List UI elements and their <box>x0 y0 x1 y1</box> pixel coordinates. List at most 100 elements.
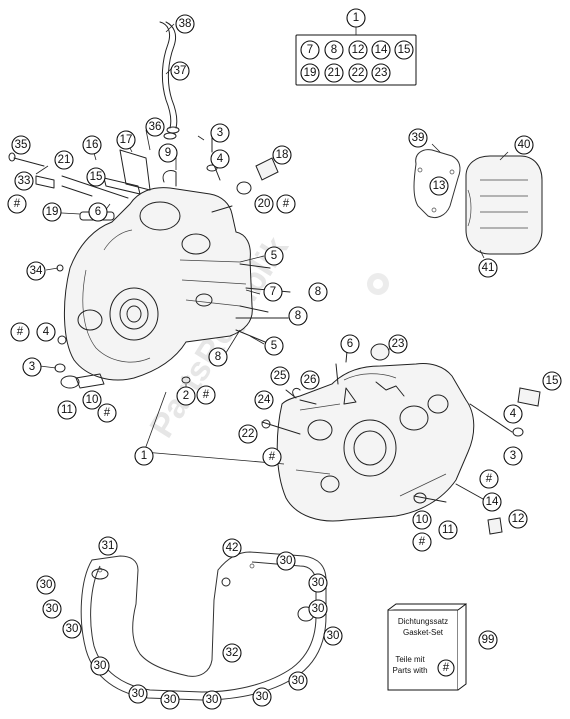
callout-19-text: 19 <box>46 206 59 218</box>
callout-1-text: 1 <box>141 450 147 462</box>
group-item-callout: 21 <box>324 63 344 83</box>
callout-4-text: 4 <box>510 408 517 420</box>
callout-30-text: 30 <box>312 577 325 589</box>
callout-30-text: 30 <box>94 660 107 672</box>
callout-30: 30 <box>308 573 328 593</box>
callout-4-text: 4 <box>43 326 50 338</box>
callout-41-text: 41 <box>482 262 495 274</box>
group-item-callout: 12 <box>348 40 368 60</box>
hash-callout-text: # <box>283 198 290 210</box>
callout-19: 19 <box>42 202 62 222</box>
callout-40: 40 <box>514 135 534 155</box>
group-item-callout: 19 <box>300 63 320 83</box>
hash-callout-text: # <box>486 473 493 485</box>
callout-30: 30 <box>252 687 272 707</box>
callout-30: 30 <box>202 690 222 710</box>
group-item-callout-text: 19 <box>304 67 317 79</box>
callout-24-text: 24 <box>258 394 271 406</box>
callout-99: 99 <box>478 630 498 650</box>
callout-15-text: 15 <box>546 375 559 387</box>
hash-callout-text: # <box>104 407 111 419</box>
callout-30-text: 30 <box>66 623 79 635</box>
callout-6: 6 <box>340 334 360 354</box>
callout-16: 16 <box>82 135 102 155</box>
kit-label-en: Gasket-Set <box>403 628 444 637</box>
callout-33-text: 33 <box>18 175 31 187</box>
hash-callout: # <box>97 403 117 423</box>
callout-21: 21 <box>54 150 74 170</box>
gasket-kit-box: Dichtungssatz Gasket-Set Teile mit Parts… <box>387 603 467 691</box>
leader-lines <box>35 129 509 465</box>
hash-callout-text: # <box>17 326 24 338</box>
callout-30-text: 30 <box>206 694 219 706</box>
callout-15-text: 15 <box>90 171 103 183</box>
callout-22: 22 <box>238 424 258 444</box>
callout-7-text: 7 <box>270 286 276 298</box>
left-crankcase-half <box>63 187 253 381</box>
group-item-callout-text: 15 <box>398 44 411 56</box>
callout-20-text: 20 <box>258 198 271 210</box>
group-item-callout: 15 <box>394 40 414 60</box>
hash-callout: # <box>276 194 296 214</box>
callout-10-text: 10 <box>86 394 99 406</box>
callout-3-text: 3 <box>217 127 223 139</box>
callout-38-text: 38 <box>179 18 192 30</box>
kit-label-de: Dichtungssatz <box>398 617 448 626</box>
callout-4-text: 4 <box>217 153 224 165</box>
callout-10: 10 <box>82 390 102 410</box>
callout-11: 11 <box>438 520 458 540</box>
callout-11-text: 11 <box>442 524 454 536</box>
group-item-callout: 22 <box>348 63 368 83</box>
callout-3: 3 <box>22 357 42 377</box>
callout-30: 30 <box>160 690 180 710</box>
callout-25: 25 <box>270 366 290 386</box>
callout-30-text: 30 <box>280 555 293 567</box>
callout-18-text: 18 <box>276 149 289 161</box>
callout-42: 42 <box>222 538 242 558</box>
callout-2-text: 2 <box>183 390 189 402</box>
callout-20: 20 <box>254 194 274 214</box>
kit-hash-callout: # <box>437 659 455 677</box>
hash-callout: # <box>196 385 216 405</box>
hash-callout: # <box>262 447 282 467</box>
kit-parts-de: Teile mit <box>395 655 425 664</box>
gear-logo-icon <box>367 273 389 295</box>
callout-10-text: 10 <box>416 514 429 526</box>
ignition-cover <box>465 155 543 255</box>
callout-35: 35 <box>11 135 31 155</box>
callout-30-text: 30 <box>292 675 305 687</box>
callout-12: 12 <box>508 509 528 529</box>
callout-9: 9 <box>158 143 178 163</box>
hash-callout-text: # <box>269 451 276 463</box>
callout-39-text: 39 <box>412 132 425 144</box>
callout-21-text: 21 <box>58 154 71 166</box>
group-item-callout: 7 <box>300 40 320 60</box>
callout-42-text: 42 <box>226 542 239 554</box>
callout-16-text: 16 <box>86 139 99 151</box>
callout-31: 31 <box>98 536 118 556</box>
group-callout: 1 <box>346 8 366 28</box>
callout-1: 1 <box>134 446 154 466</box>
callout-15: 15 <box>86 167 106 187</box>
callout-30: 30 <box>288 671 308 691</box>
hash-callout-text: # <box>14 198 21 210</box>
callout-9-text: 9 <box>165 147 171 159</box>
callout-25-text: 25 <box>274 370 287 382</box>
group-item-callout: 14 <box>371 40 391 60</box>
callout-12-text: 12 <box>512 513 525 525</box>
callout-8-text: 8 <box>215 351 221 363</box>
callout-32-text: 32 <box>226 647 239 659</box>
callout-36: 36 <box>145 117 165 137</box>
callout-37-text: 37 <box>174 65 187 77</box>
group-callout-text: 1 <box>353 12 359 24</box>
callout-39: 39 <box>408 128 428 148</box>
callout-8-text: 8 <box>295 310 301 322</box>
callout-30-text: 30 <box>256 691 269 703</box>
fasteners <box>8 132 541 622</box>
callout-30-text: 30 <box>46 603 59 615</box>
callout-30: 30 <box>323 626 343 646</box>
callout-23: 23 <box>388 334 408 354</box>
callout-4: 4 <box>503 404 523 424</box>
callout-41: 41 <box>478 258 498 278</box>
